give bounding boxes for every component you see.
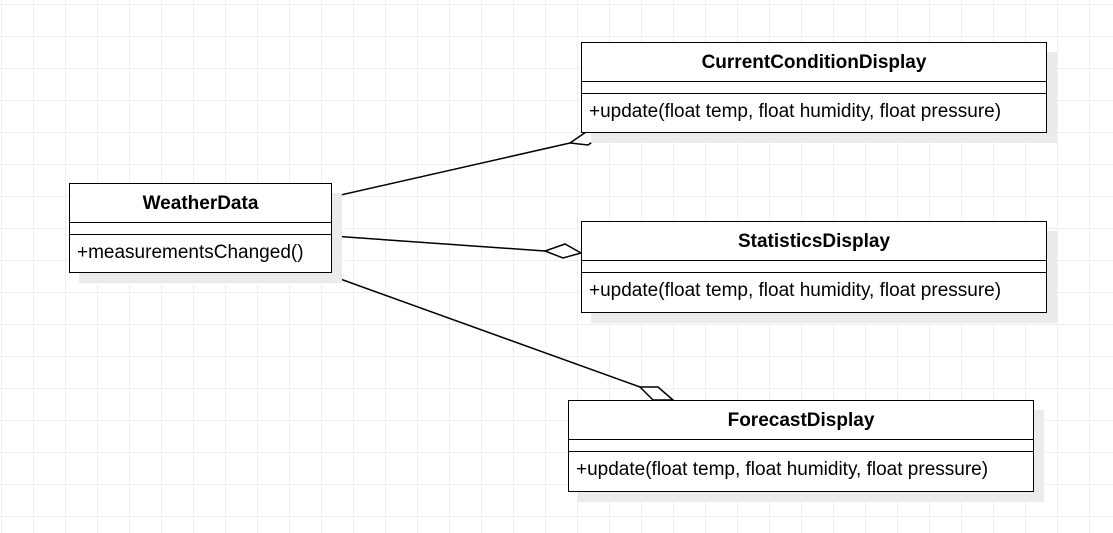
class-statistics-display[interactable]: StatisticsDisplay +update(float temp, fl… (581, 221, 1047, 313)
method-measurements-changed: +measurementsChanged() (77, 242, 304, 263)
method-update-forecast-display: +update(float temp, float humidity, floa… (576, 459, 989, 480)
association-line-current-condition[interactable] (331, 142, 571, 198)
attributes-compartment-current-condition-display (582, 82, 1046, 94)
attributes-compartment-weather-data (70, 223, 331, 235)
attributes-compartment-forecast-display (569, 440, 1033, 452)
class-name-weather-data: WeatherData (70, 184, 331, 223)
aggregation-diamond-forecast (638, 386, 676, 401)
association-line-forecast[interactable] (331, 275, 641, 388)
aggregation-diamond-current-condition (567, 131, 608, 146)
class-name-statistics-display: StatisticsDisplay (582, 222, 1046, 261)
association-line-statistics[interactable] (331, 235, 546, 252)
method-update-current-condition-display: +update(float temp, float humidity, floa… (589, 101, 1002, 122)
class-current-condition-display[interactable]: CurrentConditionDisplay +update(float te… (581, 42, 1047, 133)
class-name-forecast-display: ForecastDisplay (569, 401, 1033, 440)
attributes-compartment-statistics-display (582, 261, 1046, 273)
class-name-current-condition-display: CurrentConditionDisplay (582, 43, 1046, 82)
class-forecast-display[interactable]: ForecastDisplay +update(float temp, floa… (568, 400, 1034, 492)
method-update-statistics-display: +update(float temp, float humidity, floa… (589, 280, 1002, 301)
aggregation-diamond-statistics (542, 243, 583, 259)
class-weather-data[interactable]: WeatherData +measurementsChanged() (69, 183, 332, 273)
